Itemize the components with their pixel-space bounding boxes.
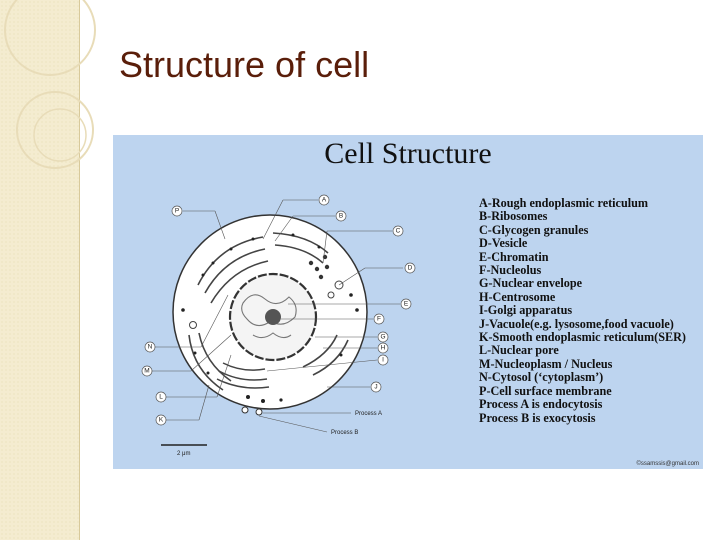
legend-item: B-Ribosomes	[479, 209, 548, 224]
label-k: K	[159, 417, 164, 424]
label-e-marker	[400, 298, 412, 310]
label-i-marker	[377, 354, 389, 366]
label-h: H	[381, 345, 386, 352]
legend-item: A-Rough endoplasmic reticulum	[479, 196, 649, 210]
membrane-vesicles	[241, 406, 263, 416]
legend-item: I-Golgi apparatus	[479, 303, 573, 318]
legend-item: E-Chromatin	[479, 249, 549, 264]
nucleolus	[265, 309, 281, 325]
label-j: J	[374, 384, 377, 391]
label-n: N	[148, 344, 153, 351]
process-a-label: Process A	[355, 411, 382, 417]
label-leader-lines	[147, 199, 403, 433]
label-b-marker	[335, 210, 347, 222]
label-b: B	[339, 213, 343, 220]
slide-title: Structure of cell	[119, 44, 370, 85]
label-a-marker	[318, 194, 330, 206]
label-markers	[141, 194, 416, 426]
decorative-circles	[4, 0, 96, 169]
label-l-marker	[155, 391, 167, 403]
label-p: P	[175, 208, 179, 215]
golgi-apparatus	[216, 362, 270, 389]
legend-item: D-Vesicle	[479, 236, 528, 251]
ribosome-dots	[181, 233, 359, 403]
label-j-marker	[370, 381, 382, 393]
legend: A-Rough endoplasmic reticulum B-Ribosome…	[479, 196, 686, 425]
figure-credit: ©ssamssis@gmail.com	[636, 461, 699, 467]
legend-item: Process A is endocytosis	[479, 397, 603, 412]
label-n-marker	[144, 341, 156, 353]
decorative-side-strip	[0, 0, 79, 540]
label-c: C	[396, 228, 401, 235]
cell-diagram: 2 μm Process A Process B P A B C D E	[141, 194, 416, 457]
legend-item: J-Vacuole(e.g. lysosome,food vacuole)	[479, 316, 674, 331]
legend-item: G-Nuclear envelope	[479, 276, 583, 291]
legend-item: M-Nucleoplasm / Nucleus	[479, 356, 613, 371]
label-f-marker	[373, 313, 385, 325]
label-g: G	[380, 334, 385, 341]
label-c-marker	[392, 225, 404, 237]
label-i: I	[382, 357, 384, 364]
label-g-marker	[377, 331, 389, 343]
label-d-marker	[404, 262, 416, 274]
legend-item: H-Centrosome	[479, 289, 556, 304]
label-m: M	[144, 368, 149, 375]
process-b-label: Process B	[331, 430, 358, 436]
vesicles	[189, 280, 344, 329]
cell-structure-figure: Cell Structure	[113, 135, 703, 469]
legend-item: C-Glycogen granules	[479, 222, 589, 237]
rough-er	[188, 232, 349, 391]
label-l: L	[159, 394, 163, 401]
label-a: A	[322, 197, 327, 204]
legend-item: L-Nuclear pore	[479, 343, 559, 358]
label-p-marker	[171, 205, 183, 217]
label-m-marker	[141, 365, 153, 377]
legend-item: F-Nucleolus	[479, 263, 542, 278]
legend-item: Process B is exocytosis	[479, 410, 596, 425]
legend-item: P-Cell surface membrane	[479, 383, 612, 398]
label-d: D	[408, 265, 413, 272]
label-h-marker	[377, 342, 389, 354]
figure-title: Cell Structure	[324, 137, 492, 170]
label-e: E	[404, 301, 409, 308]
legend-item: K-Smooth endoplasmic reticulum(SER)	[479, 330, 686, 345]
label-f: F	[377, 316, 381, 323]
chromatin	[241, 294, 297, 339]
glycogen-granules	[308, 254, 330, 280]
side-divider	[79, 0, 80, 540]
legend-item: N-Cytosol (‘cytoplasm’)	[479, 370, 604, 385]
label-k-marker	[155, 414, 167, 426]
scale-label: 2 μm	[177, 451, 190, 457]
